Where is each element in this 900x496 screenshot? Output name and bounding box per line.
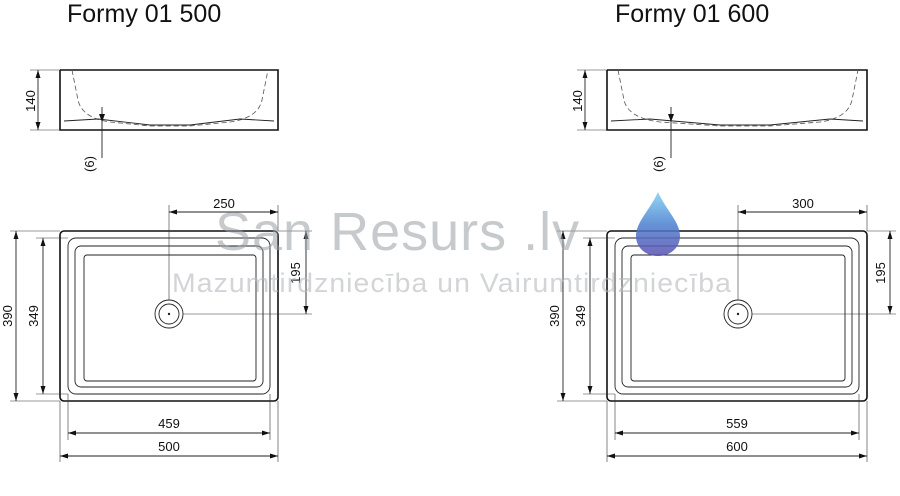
left-drawing: Formy 01 500 140 (6) bbox=[0, 0, 312, 462]
right-side-view: 140 (6) bbox=[570, 69, 868, 172]
right-outer-width-label: 600 bbox=[726, 439, 748, 454]
watermark-brand: San Resurs .lv bbox=[215, 202, 580, 262]
left-top-view: 250 195 390 349 bbox=[0, 196, 312, 462]
right-inner-depth-label: 349 bbox=[573, 305, 588, 327]
right-outer-rim bbox=[606, 230, 868, 402]
left-title: Formy 01 500 bbox=[67, 0, 221, 28]
watermark-tagline: Mazumtirdzniecība un Vairumtirdzniecība bbox=[172, 268, 732, 298]
left-side-height-label: 140 bbox=[23, 90, 38, 112]
left-drain-inner bbox=[158, 303, 180, 325]
left-outer-width-label: 500 bbox=[158, 439, 180, 454]
left-inner-width-label: 459 bbox=[158, 416, 180, 431]
watermark: San Resurs .lv Mazumtirdzniecība un Vair… bbox=[172, 192, 732, 298]
right-drawing: Formy 01 600 140 (6) bbox=[547, 0, 896, 462]
left-top-offset-label: 250 bbox=[213, 196, 235, 211]
right-top-offset-label: 300 bbox=[792, 196, 814, 211]
right-depth-offset-label: 195 bbox=[873, 262, 888, 284]
right-drain-thickness-label: (6) bbox=[651, 156, 666, 172]
left-inner-depth-label: 349 bbox=[26, 305, 41, 327]
left-side-view: 140 (6) bbox=[23, 69, 279, 172]
right-title: Formy 01 600 bbox=[615, 0, 769, 28]
right-drain-inner bbox=[727, 303, 749, 325]
left-drain-thickness-label: (6) bbox=[82, 156, 97, 172]
water-drop-icon bbox=[636, 192, 680, 256]
right-top-view: 300 195 390 349 bbox=[547, 196, 896, 462]
left-depth-offset-label: 195 bbox=[288, 262, 303, 284]
left-outer-depth-label: 390 bbox=[0, 305, 15, 327]
right-outer-depth-label: 390 bbox=[547, 305, 562, 327]
right-side-height-label: 140 bbox=[570, 90, 585, 112]
right-inner-width-label: 559 bbox=[726, 416, 748, 431]
